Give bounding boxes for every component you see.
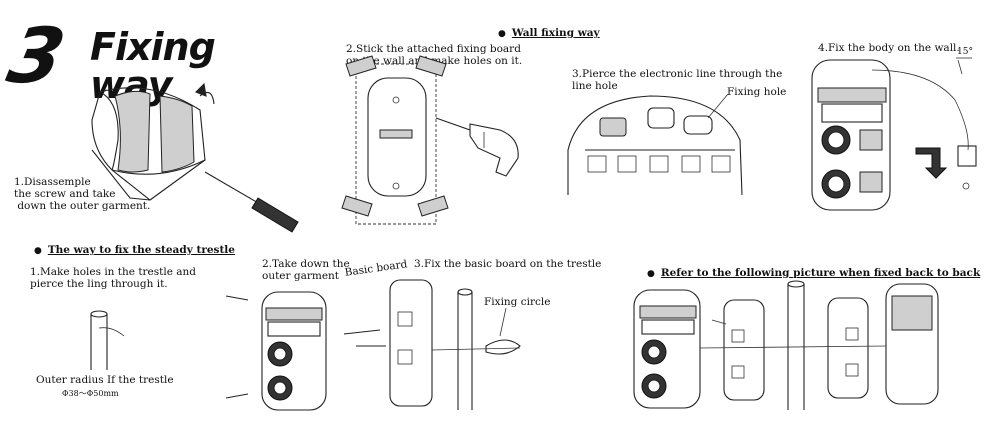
trestle-step2-label: 2.Take down the outer garment: [262, 258, 350, 282]
back-to-back-illustration: [633, 280, 939, 410]
outer-garment-illustration: [91, 87, 206, 201]
drill-illustration: [435, 117, 519, 177]
wall-fixing-header: Wall fixing way: [498, 27, 600, 39]
wall-step3-label: 3.Pierce the electronic line through the…: [572, 68, 783, 92]
diameter-label: Φ38～Φ50mm: [62, 389, 119, 398]
outer-radius-label: Outer radius If the trestle: [36, 374, 174, 386]
trestle-pole-illustration: [90, 310, 125, 370]
arrow-head-icon: [195, 82, 207, 97]
fixing-board-illustration: [341, 55, 449, 225]
down-arrow-icon: [915, 147, 948, 179]
trestle-step1-label: 1.Make holes in the trestle and pierce t…: [30, 266, 197, 290]
fixing-circle-label: Fixing circle: [484, 296, 551, 308]
fixing-hole-label: Fixing hole: [727, 86, 787, 98]
back-to-back-header: Refer to the following picture when fixe…: [647, 267, 980, 279]
detector-body-wall-illustration: [811, 57, 977, 211]
step1-disassemble-label: 1.Disassemple the screw and take down th…: [14, 176, 151, 212]
angle-label: 15°: [957, 47, 973, 57]
detector-body-trestle-illustration: [225, 291, 327, 411]
basic-board-trestle-illustration: [343, 279, 521, 410]
page-title: 3 Fixing way: [1, 11, 216, 104]
trestle-step3-label: 3.Fix the basic board on the trestle: [414, 258, 602, 270]
screw-icon: [225, 393, 249, 399]
wall-step4-label: 4.Fix the body on the wall.: [818, 42, 960, 54]
line-hole-illustration: [567, 93, 743, 196]
screw-icon: [225, 295, 249, 301]
trestle-header: The way to fix the steady trestle: [34, 244, 235, 256]
title-text: Fixing way: [90, 25, 216, 107]
screwdriver-illustration: [204, 171, 299, 233]
screw-icon: [343, 329, 381, 335]
